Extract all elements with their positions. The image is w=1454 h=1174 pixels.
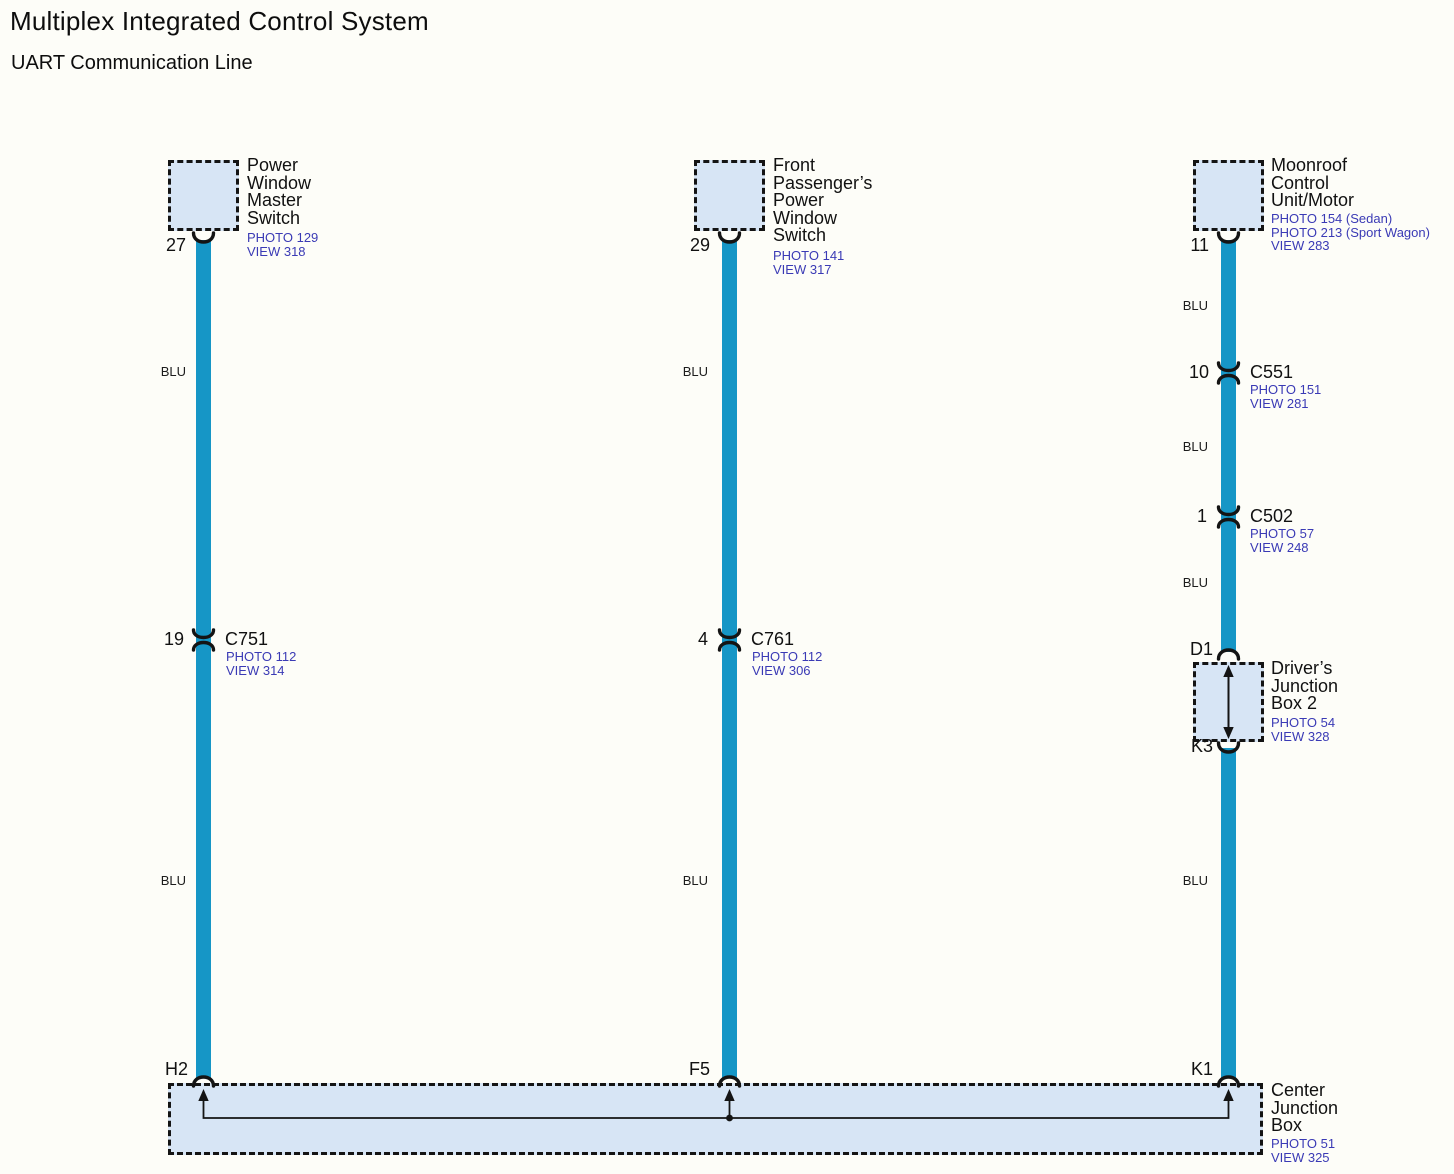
wire-passenger-switch-to-cjb [722,240,737,1078]
terminal-h2-cjb: H2 [164,1059,188,1079]
label-moonroof-control-unit-motor: Moonroof Control Unit/Motor [1271,155,1355,210]
pin-4-c761: 4 [697,629,708,649]
wire-master-switch-to-cjb [196,240,211,1078]
ref-link-c502[interactable]: PHOTO 57 VIEW 248 [1250,526,1315,555]
ref-link-c761[interactable]: PHOTO 112 VIEW 306 [752,649,823,678]
wire-color-label: BLU [1182,575,1208,590]
terminal-k1-cjb: K1 [1190,1059,1213,1079]
box-power-window-master-switch [168,160,239,231]
label-drivers-junction-box-2: Driver’s Junction Box 2 [1271,658,1339,713]
pin-27-master-switch: 27 [165,235,186,255]
wire-color-label: BLU [160,873,186,888]
wire-moonroof-to-djb2 [1221,240,1236,652]
wire-color-label: BLU [1182,873,1208,888]
pin-10-c551: 10 [1188,362,1209,382]
wire-color-label: BLU [160,364,186,379]
pin-19-c751: 19 [163,629,184,649]
connector-name-c502: C502 [1250,506,1294,526]
terminal-d1-djb2: D1 [1189,639,1213,659]
ref-link-power-window-master-switch[interactable]: PHOTO 129 VIEW 318 [247,230,319,259]
page-title: Multiplex Integrated Control System [10,6,429,36]
ref-link-c751[interactable]: PHOTO 112 VIEW 314 [226,649,297,678]
label-power-window-master-switch: Power Window Master Switch [247,155,312,228]
connector-name-c551: C551 [1250,362,1294,382]
pin-11-moonroof: 11 [1190,235,1209,255]
terminal-k3-djb2: K3 [1190,736,1213,756]
wire-color-label: BLU [1182,298,1208,313]
box-front-passenger-power-window-switch [694,160,765,231]
box-moonroof-control-unit-motor [1193,160,1264,231]
page-subtitle: UART Communication Line [11,52,253,74]
wire-djb2-to-cjb [1221,748,1236,1078]
pin-29-passenger-switch: 29 [689,235,710,255]
wire-color-label: BLU [1182,439,1208,454]
box-center-junction-box [168,1083,1263,1155]
pin-1-c502: 1 [1196,506,1207,526]
label-front-passenger-power-window-switch: Front Passenger’s Power Window Switch [773,155,873,245]
box-drivers-junction-box-2 [1193,662,1264,742]
connector-name-c761: C761 [751,629,795,649]
wire-color-label: BLU [682,364,708,379]
ref-link-moonroof-control-unit-motor[interactable]: PHOTO 154 (Sedan) PHOTO 213 (Sport Wagon… [1271,211,1430,253]
ref-link-c551[interactable]: PHOTO 151 VIEW 281 [1250,382,1322,411]
connector-name-c751: C751 [225,629,269,649]
ref-link-front-passenger-power-window-switch[interactable]: PHOTO 141 VIEW 317 [773,248,845,277]
terminal-f5-cjb: F5 [688,1059,710,1079]
ref-link-center-junction-box[interactable]: PHOTO 51 VIEW 325 [1271,1136,1336,1165]
wire-color-label: BLU [682,873,708,888]
label-center-junction-box: Center Junction Box [1271,1080,1339,1135]
ref-link-drivers-junction-box-2[interactable]: PHOTO 54 VIEW 328 [1271,715,1336,744]
